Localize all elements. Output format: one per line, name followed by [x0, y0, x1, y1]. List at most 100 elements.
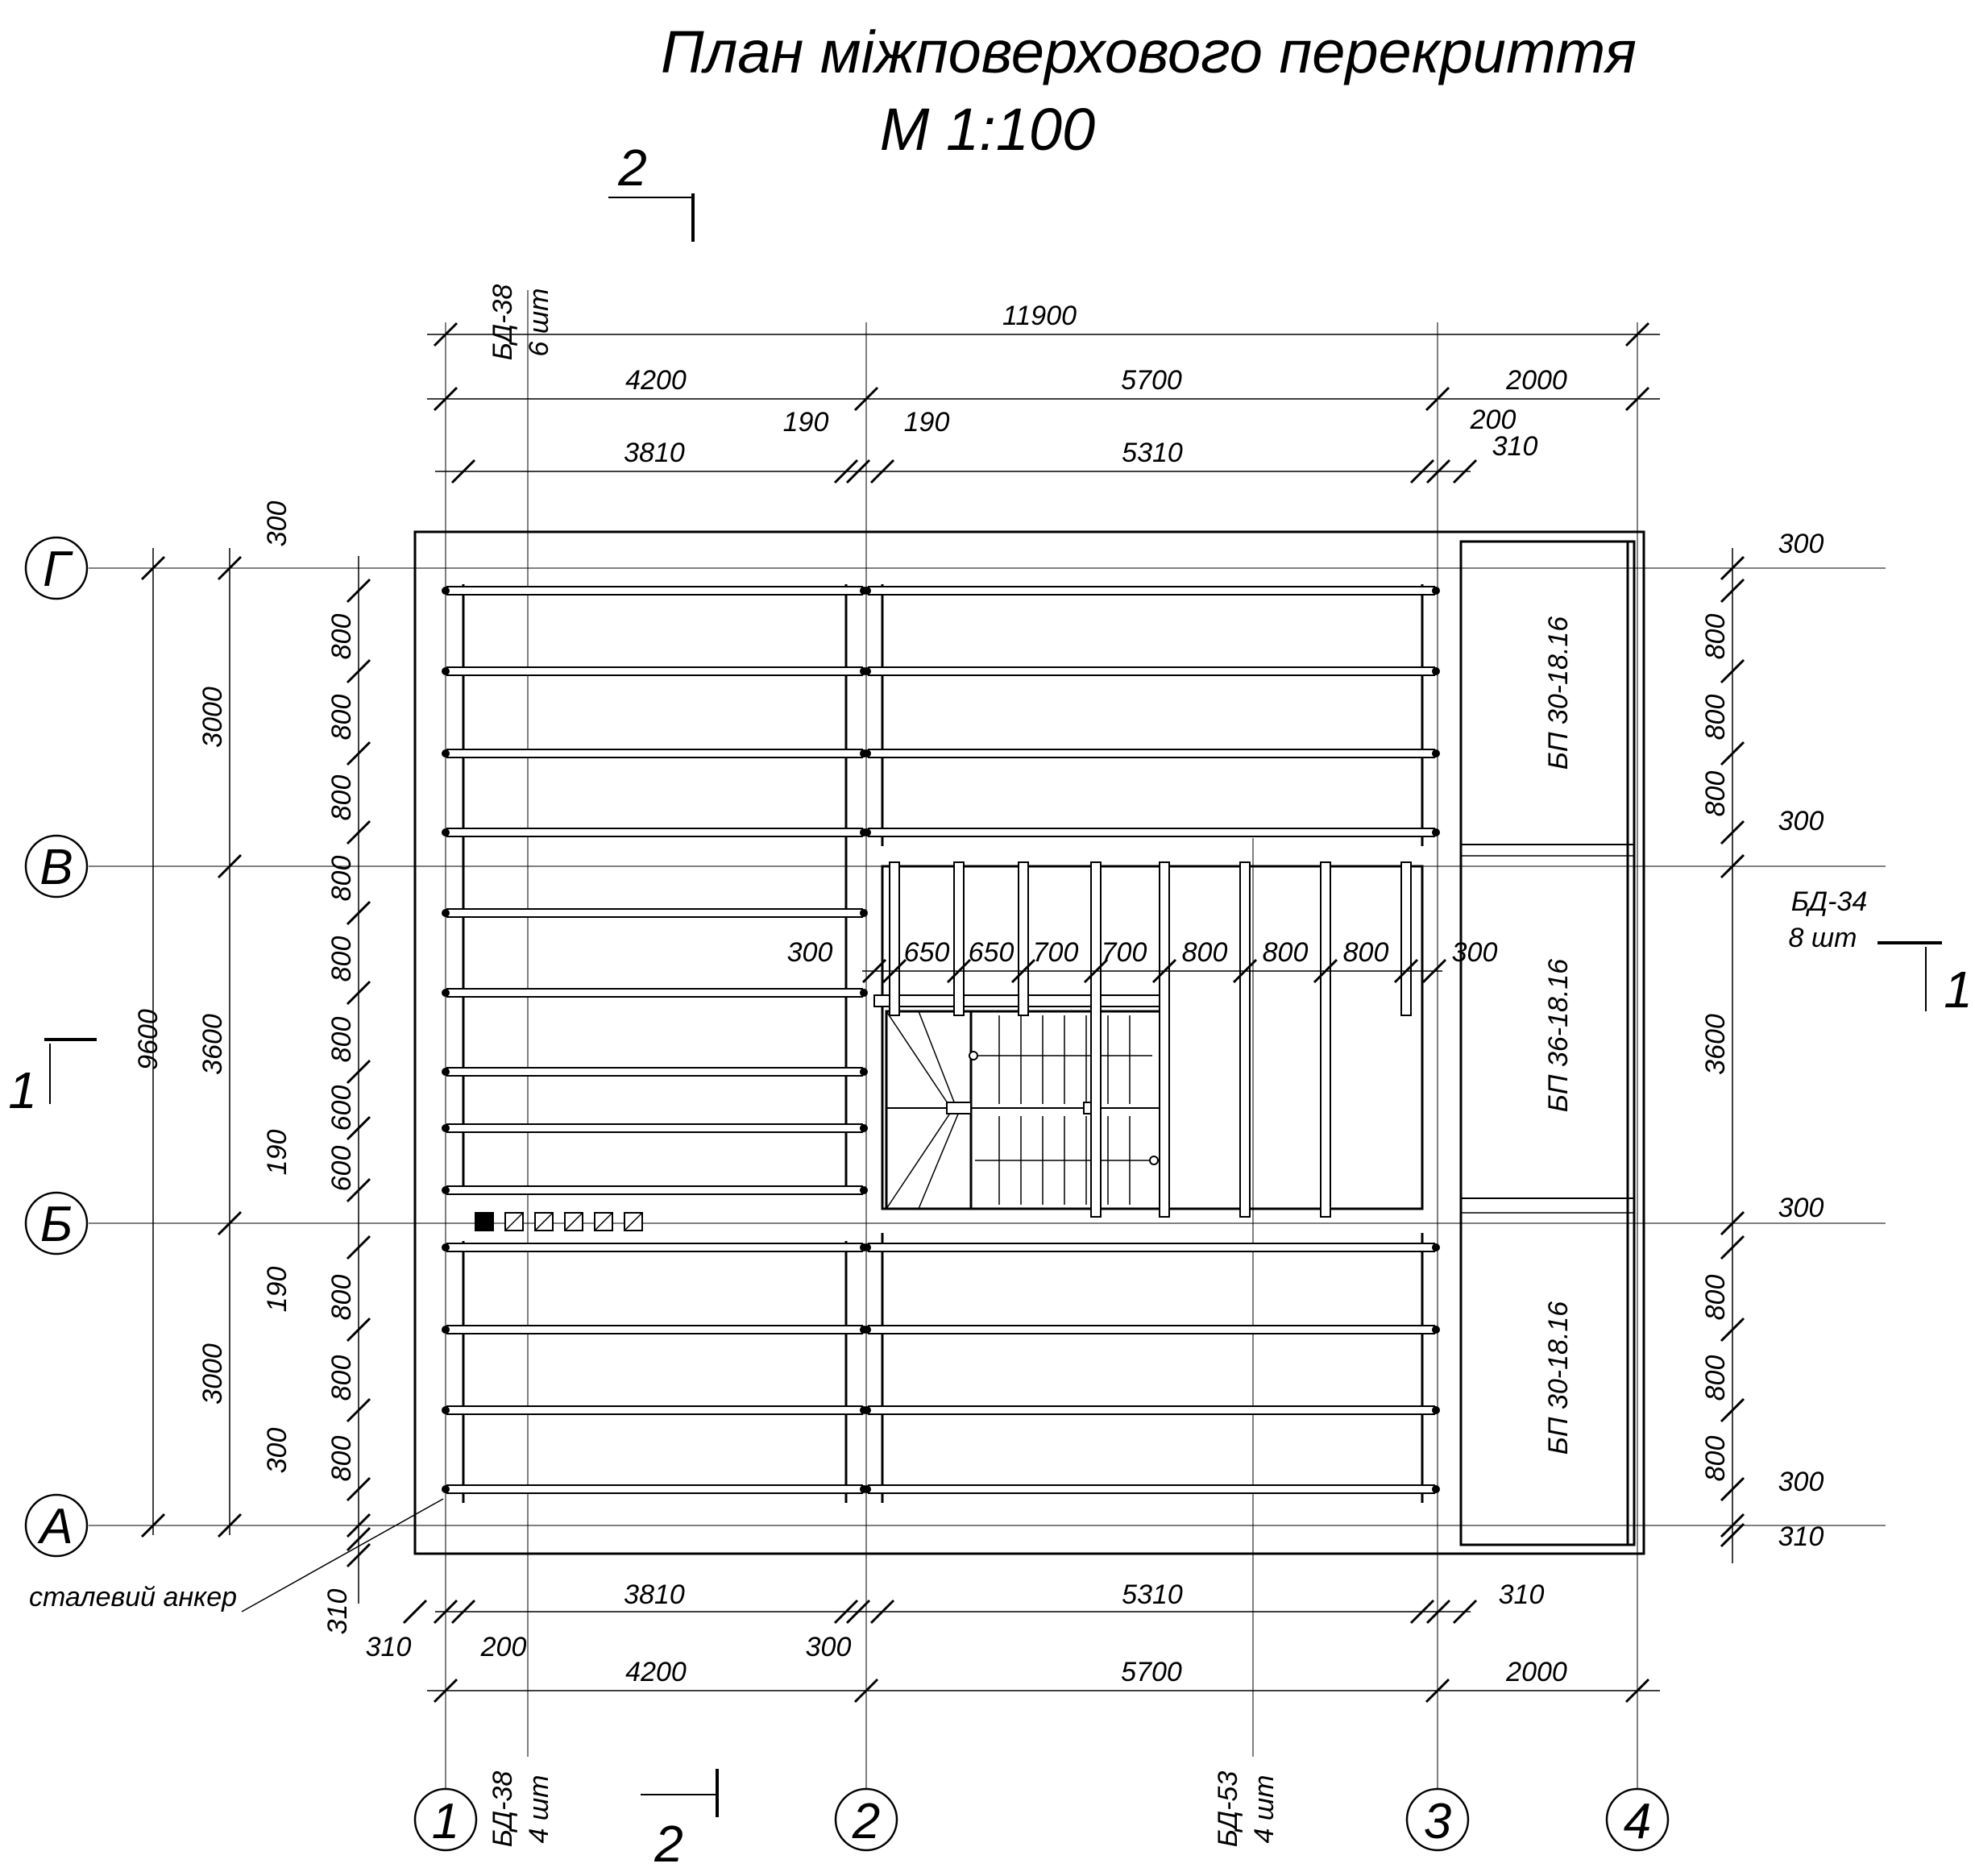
steel-anchor-dot — [1432, 587, 1440, 595]
steel-anchor-dot — [442, 989, 450, 997]
dimension-tick — [1232, 958, 1258, 984]
dim-stair-5: 800 — [1182, 937, 1228, 968]
stair-winder — [918, 1011, 956, 1105]
left-upper-beam — [446, 586, 863, 596]
dimension-tick — [1010, 958, 1036, 984]
dimension-tick — [1425, 459, 1451, 484]
label-bp-mid: БП 36-18.16 — [1543, 959, 1574, 1113]
dimension-tick — [346, 900, 371, 926]
stair-opening-beam — [1018, 861, 1029, 1016]
left-upper-beam — [446, 1185, 863, 1195]
axis-label-2: 2 — [852, 1794, 880, 1849]
axis-bubble-4 — [1605, 1787, 1670, 1852]
dim-left-slab-8: 800 — [326, 1275, 357, 1321]
steel-anchor-dot — [1432, 667, 1440, 675]
axis-bubble-2 — [834, 1787, 898, 1852]
dim-small-top-2: 190 — [904, 407, 950, 438]
steel-anchor-dot — [863, 587, 871, 595]
dimension-tick — [833, 459, 859, 484]
axis-bubble-Г — [24, 536, 89, 600]
steel-anchor-dot — [863, 1485, 871, 1493]
dim-left-slab-4: 800 — [326, 936, 357, 982]
dim-left-small-3: 190 — [262, 1267, 293, 1313]
dimension-tick — [450, 459, 476, 484]
dimension-tick — [1452, 1599, 1478, 1625]
dim-left-bay-2: 3600 — [197, 1014, 228, 1075]
dim-bottom-inner-2: 5310 — [1122, 1579, 1183, 1610]
dimension-tick — [346, 1397, 371, 1423]
axis-bubble-В — [24, 834, 89, 899]
lintel-hatch — [564, 1212, 583, 1231]
dim-stair-7: 800 — [1343, 937, 1389, 968]
steel-anchor-dot — [860, 1124, 868, 1132]
dimension-tick — [346, 980, 371, 1006]
dim-left-total: 9600 — [133, 1009, 164, 1070]
section-mark-1-right: 1 — [1944, 961, 1973, 1019]
axis-label-3: 3 — [1424, 1794, 1451, 1849]
dimension-tick — [882, 958, 907, 984]
stair-opening-beam — [1159, 861, 1170, 1218]
right-upper-beam — [868, 749, 1435, 758]
dimension-tick — [346, 1059, 371, 1085]
steel-anchor-dot — [442, 1124, 450, 1132]
dim-left-slab-9: 800 — [326, 1355, 357, 1401]
dimension-tick — [1720, 1397, 1745, 1423]
dim-bay-top-3: 2000 — [1505, 365, 1567, 396]
stair-winder — [918, 1111, 960, 1210]
stair-post — [946, 1102, 972, 1114]
label-bd38-bottom-qty: 4 шт — [524, 1775, 554, 1844]
dimension-tick — [1421, 958, 1447, 984]
steel-anchor-dot — [442, 667, 450, 675]
right-upper-beam — [868, 586, 1435, 596]
dimension-tick — [1720, 1476, 1745, 1502]
dimension-tick — [1720, 555, 1745, 581]
dim-stair-4: 700 — [1102, 937, 1147, 968]
dimension-tick — [845, 459, 871, 484]
dimension-tick — [1720, 1513, 1745, 1538]
dim-right-small-1: 300 — [1778, 529, 1824, 559]
dim-bottom-small-3: 300 — [806, 1632, 852, 1662]
axis-label-4: 4 — [1624, 1794, 1651, 1849]
axis-label-В: В — [39, 840, 73, 895]
dimension-tick — [869, 1599, 895, 1625]
dimension-tick — [346, 1542, 371, 1568]
left-lower-beam — [446, 1405, 863, 1415]
steel-anchor-dot — [1432, 749, 1440, 757]
dim-left-slab-0: 800 — [326, 614, 357, 660]
dimension-tick — [833, 1599, 859, 1625]
dim-right-small-4: 300 — [1778, 1467, 1824, 1497]
dimension-tick — [402, 1599, 428, 1625]
dim-inner-top-1: 3810 — [624, 438, 685, 468]
left-upper-beam — [446, 749, 863, 758]
steel-anchor-dot — [1432, 1326, 1440, 1334]
steel-anchor-dot — [442, 828, 450, 836]
dimension-tick — [433, 1599, 458, 1625]
dim-left-small-5: 310 — [322, 1589, 353, 1635]
dimension-tick — [346, 1476, 371, 1502]
dim-bottom-inner-1: 3810 — [624, 1579, 685, 1610]
axis-bubble-Б — [24, 1191, 89, 1256]
anchor-leader — [241, 1498, 444, 1612]
dimension-tick — [433, 386, 458, 412]
dimension-tick — [140, 1513, 166, 1538]
dimension-tick — [1720, 1210, 1745, 1236]
dim-left-slab-6: 600 — [326, 1085, 357, 1131]
dim-right-slab-3: 800 — [1700, 1275, 1731, 1321]
axis-label-Г: Г — [43, 542, 73, 597]
steel-anchor-dot — [860, 1068, 868, 1076]
steel-anchor-dot — [863, 1326, 871, 1334]
section-mark-2-top: 2 — [617, 139, 647, 197]
right-lower-beam — [868, 1484, 1435, 1494]
label-bd38-top-qty: 6 шт — [524, 288, 554, 357]
dimension-tick — [1624, 322, 1650, 347]
stair-start-dot — [969, 1051, 978, 1060]
axis-label-1: 1 — [432, 1794, 459, 1849]
steel-anchor-dot — [442, 1326, 450, 1334]
dimension-tick — [346, 1526, 371, 1552]
dimension-tick — [1425, 1599, 1451, 1625]
dim-bottom-bay-3: 2000 — [1505, 1657, 1567, 1687]
label-bd38-top: БД-38 — [488, 284, 518, 361]
axis-label-А: А — [36, 1499, 73, 1554]
left-lower-beam — [446, 1243, 863, 1252]
stair-opening-beam — [1090, 861, 1102, 1218]
